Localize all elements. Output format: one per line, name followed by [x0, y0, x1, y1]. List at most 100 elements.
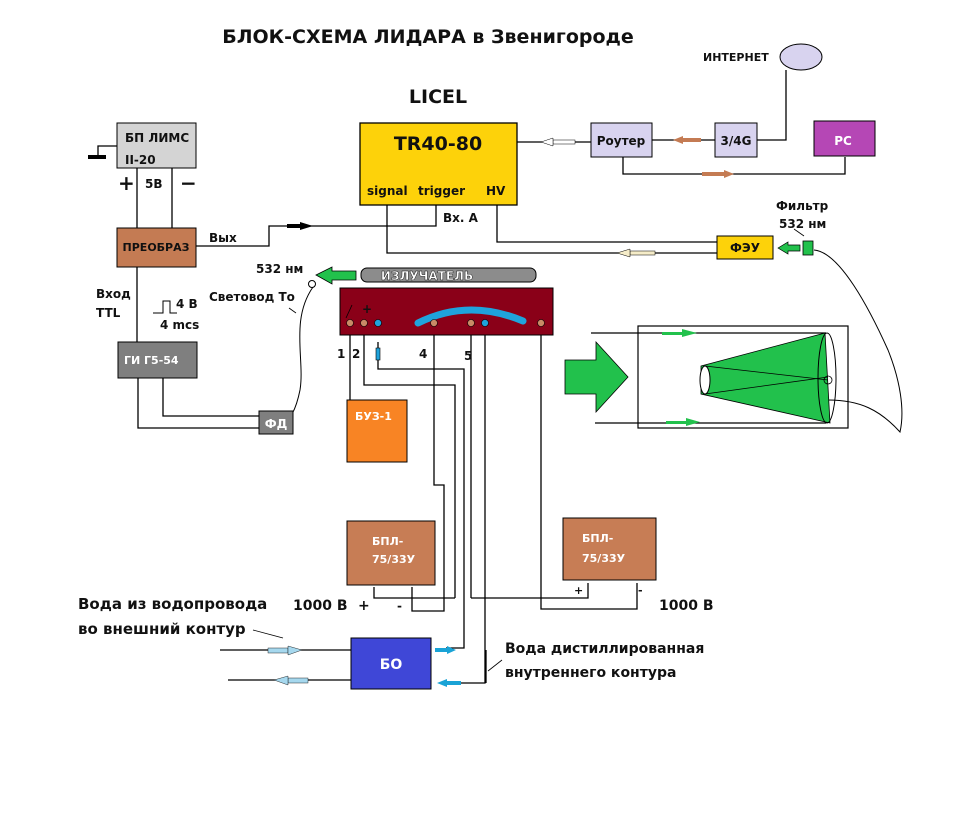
psu-name: БП ЛИМС: [125, 131, 189, 145]
beam-direction-arrow-icon: [564, 340, 629, 414]
psu-minus-sign: −: [180, 171, 197, 195]
tap-water-note-line2: во внешний контур: [78, 620, 246, 638]
licel-heading: LICEL: [409, 86, 467, 108]
network-arrow-icon: [540, 137, 576, 147]
bpl-left-line1: БПЛ-: [372, 535, 403, 548]
psu-voltage: 5В: [145, 177, 163, 191]
tap-water-in-arrow-icon: [267, 645, 303, 656]
licel-box: [359, 122, 518, 206]
psu-model: II-20: [125, 153, 156, 167]
wire-psu-ground: [97, 145, 117, 156]
modem-block[interactable]: 3/4G: [714, 122, 758, 158]
router-box: [590, 122, 653, 158]
wire-signal-pmt: [386, 205, 717, 254]
converter-box: [116, 227, 197, 268]
wire-bpl-right-minus: [540, 330, 638, 610]
bpl-right-line1: БПЛ-: [582, 532, 613, 545]
psu-box: [116, 122, 197, 169]
bpl-right-block[interactable]: БПЛ- 75/33У: [562, 517, 657, 581]
dist-water-in-arrow-icon: [437, 679, 461, 687]
fiber-label: Световод То: [209, 290, 295, 304]
licel-block[interactable]: TR40-80 signal trigger HV: [359, 122, 518, 206]
input-a-label: Вх. А: [443, 211, 479, 225]
buz-label: БУЗ-1: [355, 410, 392, 423]
wire-blue-pin-bo-2: [446, 330, 486, 684]
pmt-box: [716, 235, 774, 260]
leader-dist-water: [487, 659, 503, 672]
filter-label: Фильтр: [776, 199, 829, 213]
bpl-right-minus: -: [638, 584, 643, 597]
pin-2: [360, 319, 368, 327]
ttl-label-line1: Вход: [96, 287, 131, 301]
internet-cloud-icon[interactable]: [779, 43, 823, 71]
tap-water-note-line1: Вода из водопровода: [78, 595, 267, 613]
pin-label-4: 4: [419, 347, 427, 361]
pin-6: [537, 319, 545, 327]
modem-arrow-icon: [673, 136, 701, 144]
pin-label-2: 2: [352, 347, 360, 361]
ttl-label-line2: TTL: [96, 306, 121, 320]
filter-wavelength: 532 нм: [779, 217, 826, 231]
filter-to-pmt-arrow-icon: [777, 241, 801, 255]
pmt-block[interactable]: ФЭУ: [716, 235, 774, 260]
return-arrow-top-icon: [662, 329, 697, 337]
dist-water-note-line1: Вода дистиллированная: [505, 641, 704, 657]
modem-label: 3/4G: [721, 134, 752, 148]
wire-bpl-left-plus: [373, 587, 455, 599]
wire-gen-fd-1: [162, 378, 259, 417]
psu-block[interactable]: БП ЛИМС II-20: [116, 122, 197, 169]
bo-block[interactable]: БО: [350, 637, 432, 690]
leader-fiber: [288, 307, 297, 314]
bpl-left-minus: -: [397, 599, 402, 613]
ground-icon: [88, 155, 106, 159]
laser-output-arrow-icon: [315, 266, 357, 285]
emitter-plus: +: [362, 302, 372, 316]
bpl-left-plus: +: [358, 598, 370, 614]
converter-block[interactable]: ПРЕОБРАЗ: [116, 227, 197, 268]
pulse-width: 4 mcs: [160, 318, 199, 332]
pin-4: [430, 319, 438, 327]
generator-block[interactable]: ГИ Г5-54: [117, 341, 198, 379]
router-block[interactable]: Роутер: [590, 122, 653, 158]
pin-label-5: 5: [464, 349, 472, 363]
photodiode-label: ФД: [265, 417, 288, 431]
photodiode-block[interactable]: ФД: [258, 410, 294, 435]
bpl-left-block[interactable]: БПЛ- 75/33У: [346, 520, 436, 586]
pin-5: [467, 319, 475, 327]
telescope-frame: [637, 325, 849, 429]
buz-block[interactable]: БУЗ-1: [346, 399, 408, 463]
ground-arrow-icon: [345, 304, 353, 319]
bpl-left-line2: 75/33У: [372, 553, 416, 566]
bo-box: [350, 637, 432, 690]
internet-label: ИНТЕРНЕТ: [703, 51, 769, 64]
telescope: [637, 325, 849, 429]
modem-box: [714, 122, 758, 158]
emitter-label-bg: [360, 267, 537, 283]
pc-box: [813, 120, 876, 157]
pin-1: [346, 319, 354, 327]
pulse-icon: [153, 300, 177, 314]
fiber-to-fd: [280, 286, 314, 428]
port-signal: signal: [367, 184, 408, 198]
fiber-telescope-filter: [813, 249, 903, 434]
wire-hv-pmt: [496, 205, 717, 243]
secondary-mirror: [699, 365, 711, 395]
wire-router-pc: [622, 157, 846, 175]
water-pin-2: [481, 319, 489, 327]
wire-pin2: [363, 330, 456, 598]
wire-bpl-right-plus: [471, 583, 589, 599]
filter-icon: [802, 240, 814, 256]
bo-label: БО: [380, 657, 403, 673]
emitter-block[interactable]: +: [339, 287, 554, 336]
pmt-label: ФЭУ: [730, 241, 760, 255]
leader-filter: [793, 228, 805, 237]
bpl-right-line2: 75/33У: [582, 552, 626, 565]
pc-block[interactable]: PC: [813, 120, 876, 157]
port-hv: HV: [486, 184, 506, 198]
signal-arrow-icon: [616, 248, 656, 258]
bpl-left-voltage: 1000 В: [293, 598, 348, 614]
converter-output-label: Вых: [209, 231, 237, 245]
focus-point: [823, 375, 833, 385]
wire-pin4-bpl: [411, 330, 445, 612]
